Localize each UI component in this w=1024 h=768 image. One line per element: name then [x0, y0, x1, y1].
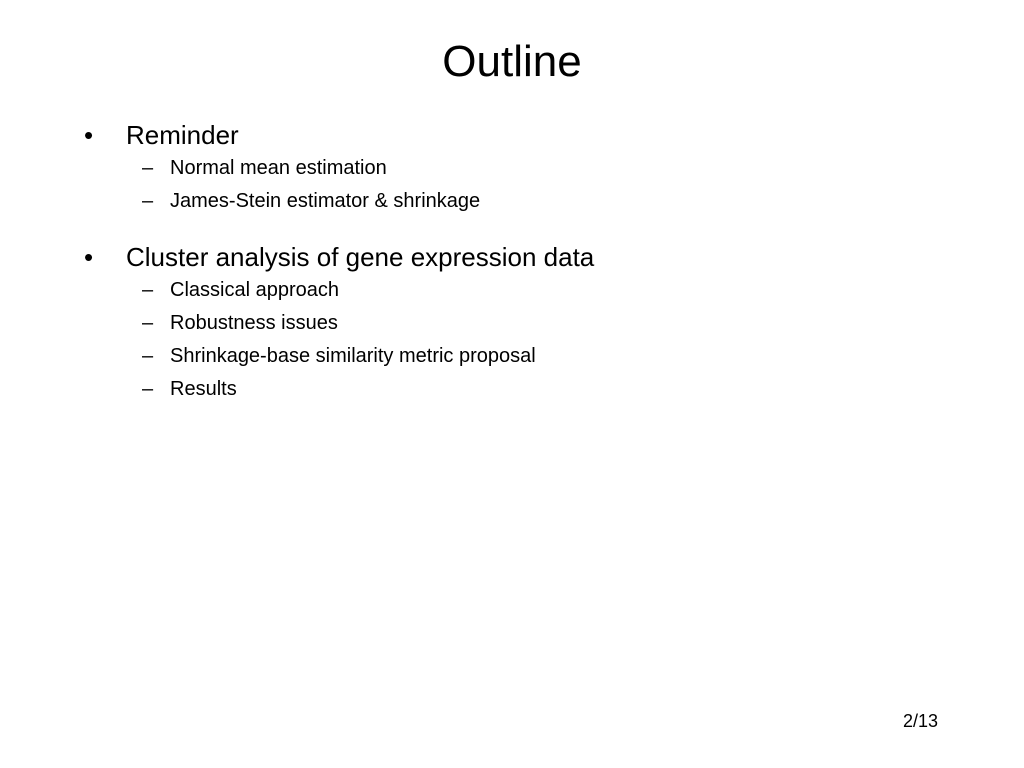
slide-title: Outline: [442, 37, 582, 86]
sub-list: – Classical approach – Robustness issues…: [84, 274, 984, 406]
bullet-label: Cluster analysis of gene expression data: [126, 242, 595, 272]
outline-section-cluster-analysis: • Cluster analysis of gene expression da…: [84, 240, 984, 406]
sub-list: – Normal mean estimation – James-Stein e…: [84, 152, 984, 218]
sub-item: – Results: [84, 373, 984, 406]
sub-item-label: Normal mean estimation: [170, 157, 387, 179]
sub-item-label: Classical approach: [170, 279, 339, 301]
sub-item-label: James-Stein estimator & shrinkage: [170, 190, 481, 212]
outline-list: • Reminder – Normal mean estimation – Ja…: [84, 118, 984, 428]
sub-item-label: Results: [170, 378, 237, 400]
sub-item: – James-Stein estimator & shrinkage: [84, 185, 984, 218]
page-number: 2/13: [902, 711, 938, 731]
dash-icon: –: [142, 312, 154, 334]
dash-icon: –: [142, 190, 154, 212]
dash-icon: –: [142, 279, 154, 301]
outline-section-reminder: • Reminder – Normal mean estimation – Ja…: [84, 118, 984, 218]
sub-item: – Shrinkage-base similarity metric propo…: [84, 340, 984, 373]
dash-icon: –: [142, 157, 154, 179]
sub-item: – Normal mean estimation: [84, 152, 984, 185]
bullet-item: • Cluster analysis of gene expression da…: [84, 240, 984, 274]
dash-icon: –: [142, 345, 154, 367]
dash-icon: –: [142, 378, 154, 400]
bullet-item: • Reminder: [84, 118, 984, 152]
bullet-label: Reminder: [126, 120, 239, 150]
sub-item-label: Shrinkage-base similarity metric proposa…: [170, 345, 536, 367]
bullet-icon: •: [84, 120, 94, 150]
bullet-icon: •: [84, 242, 94, 272]
sub-item-label: Robustness issues: [170, 312, 338, 334]
sub-item: – Robustness issues: [84, 307, 984, 340]
sub-item: – Classical approach: [84, 274, 984, 307]
